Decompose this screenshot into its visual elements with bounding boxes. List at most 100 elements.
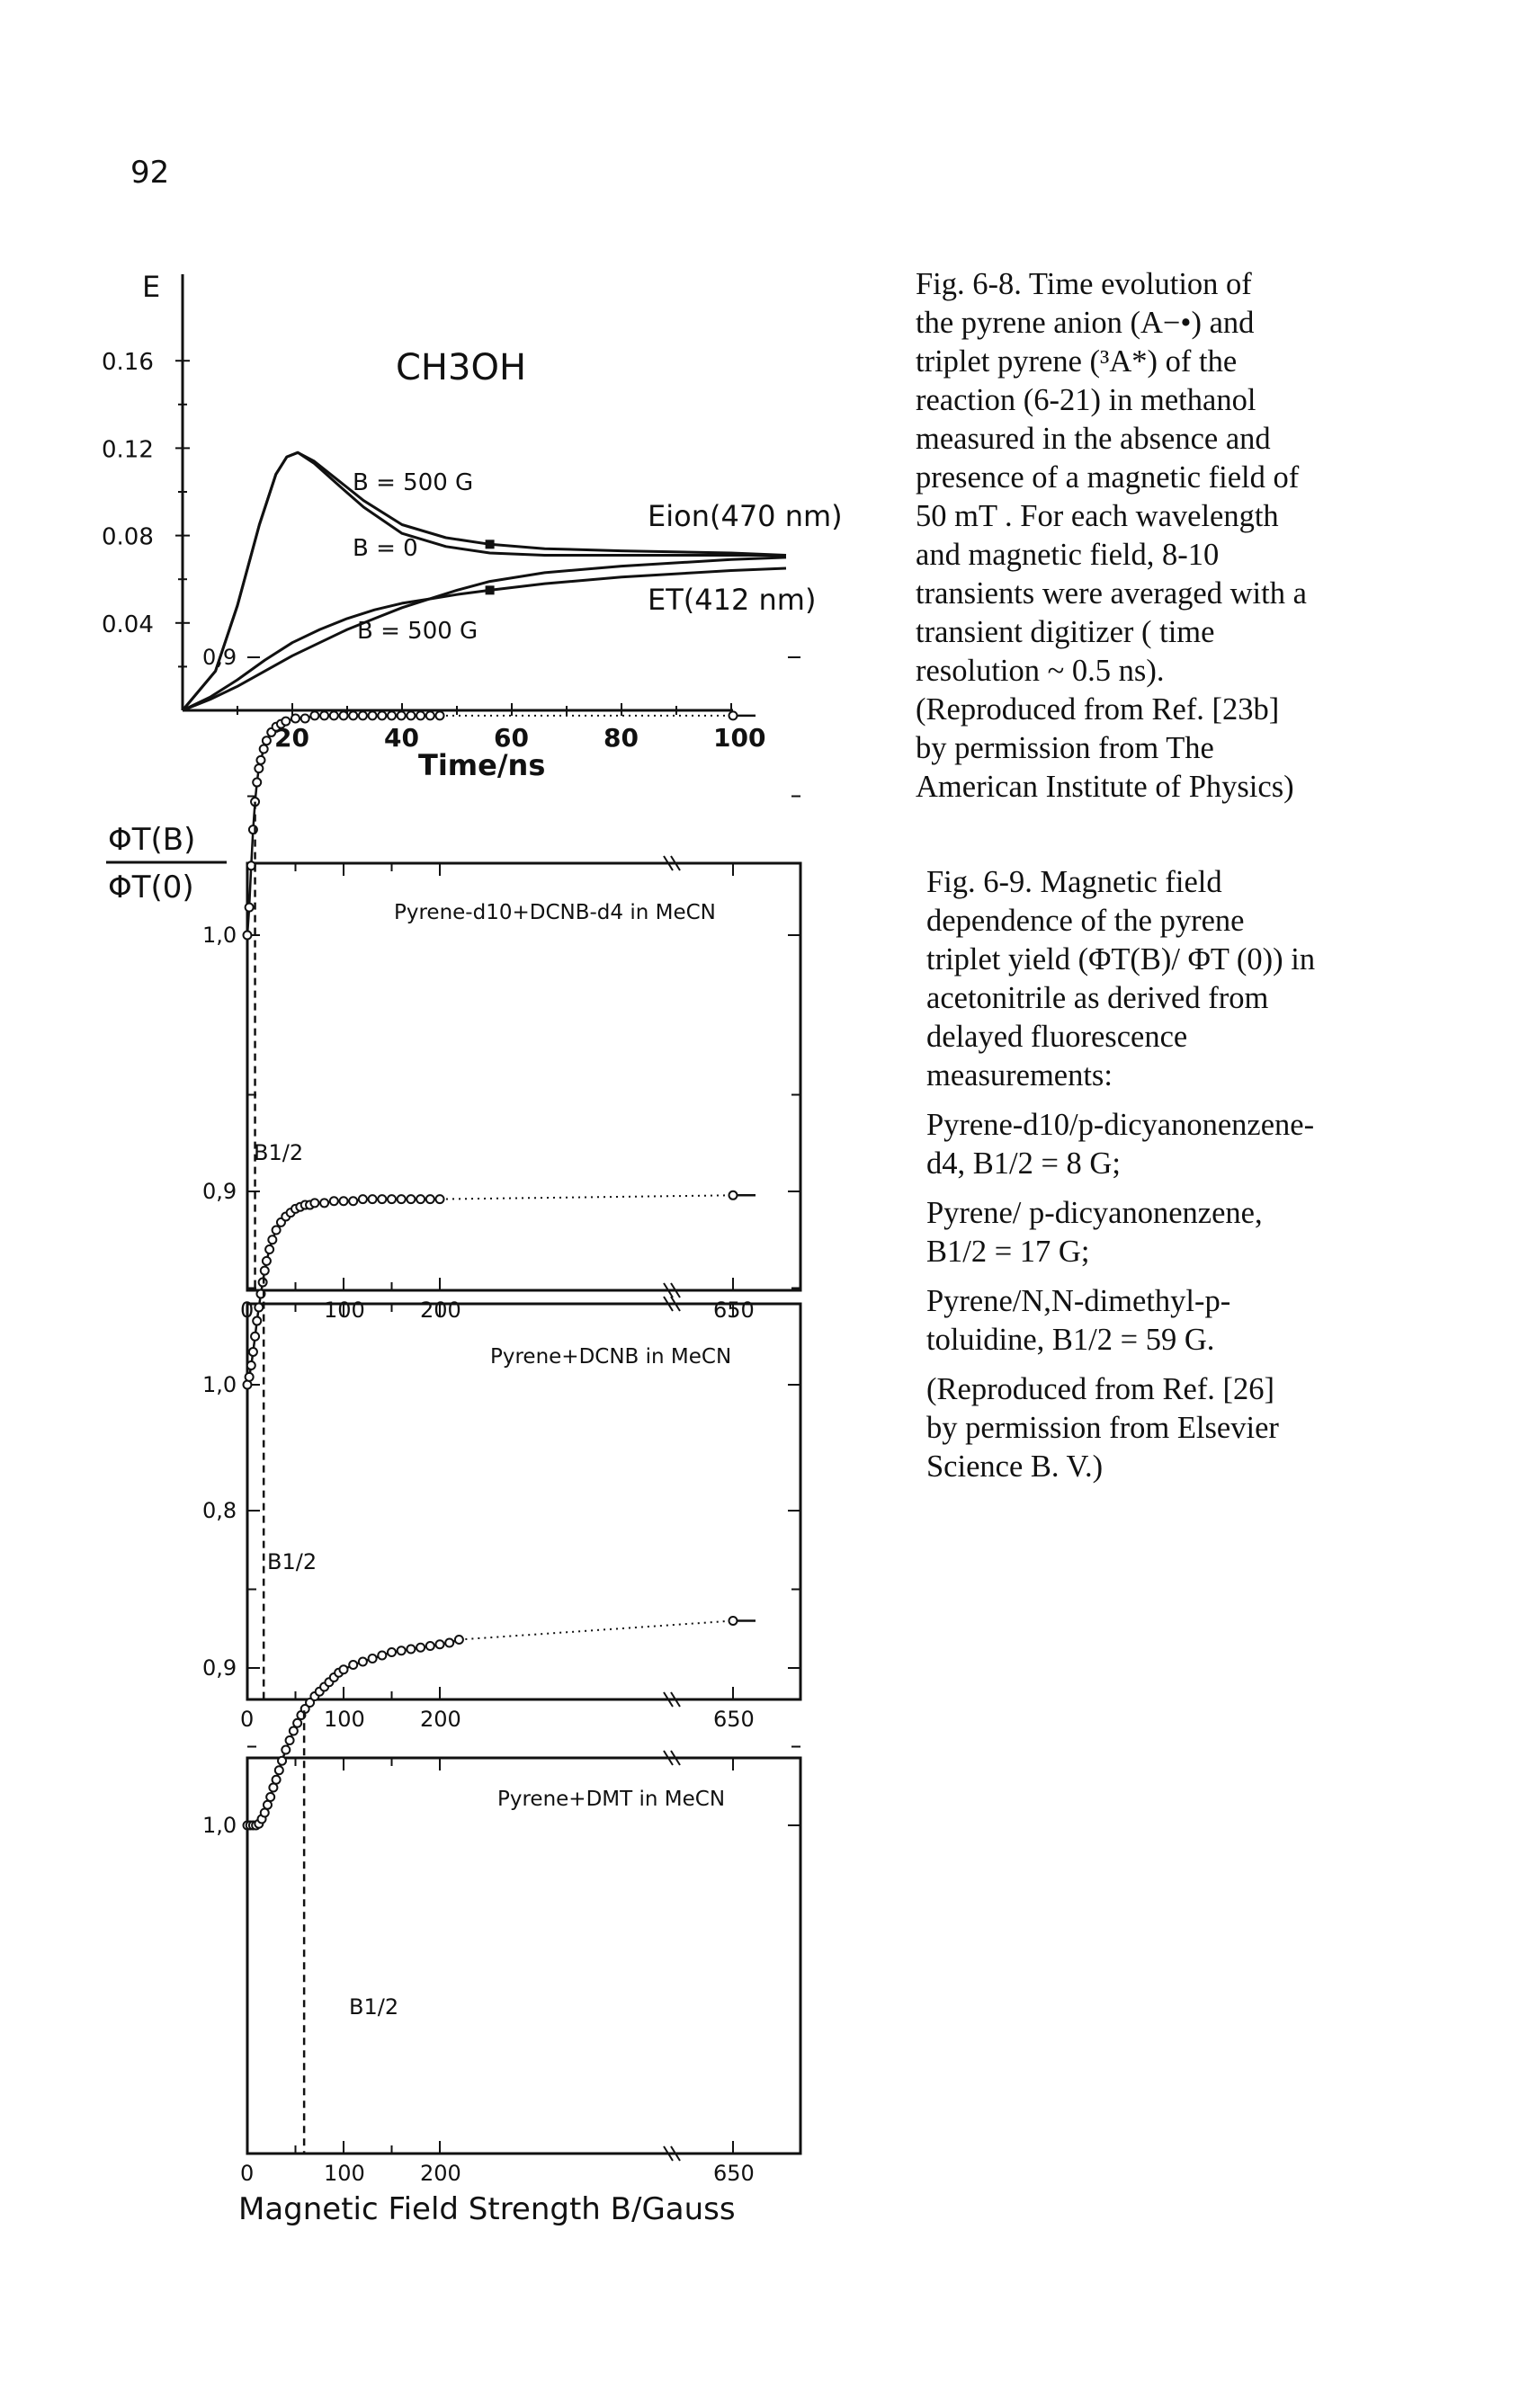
fig68-caption-line: reaction (6-21) in methanol	[916, 383, 1256, 417]
fig68-solvent-label: CH3OH	[396, 347, 526, 388]
data-point	[305, 1698, 316, 1708]
panel-y-tick-label: 1,0	[202, 1813, 237, 1838]
fig68-label-et: ET(412 nm)	[648, 583, 816, 617]
data-point	[259, 1807, 270, 1818]
data-point	[291, 713, 300, 724]
panel-fit-dotted	[439, 1194, 734, 1200]
data-point	[328, 1196, 339, 1207]
fig69-caption-line: (Reproduced from Ref. [26]	[926, 1372, 1275, 1406]
data-point	[262, 1799, 273, 1810]
fig68-caption-line: measured in the absence and	[916, 422, 1271, 456]
panel-y-tick-label: 0,8	[202, 1498, 237, 1523]
panel-y-tick-label: 0,9	[202, 1655, 237, 1681]
axis-break-mark	[663, 1691, 681, 1708]
panel-y-tick-label: 0,9	[202, 1179, 237, 1204]
data-point	[434, 710, 445, 721]
data-point	[281, 1744, 291, 1755]
fig69-caption-item-3: Pyrene/N,N-dimethyl-p- toluidine, B1/2 =…	[926, 1282, 1376, 1360]
fig69-caption-item-2: Pyrene/ p-dicyanonenzene, B1/2 = 17 G;	[926, 1194, 1376, 1271]
fig69-caption-main: Fig. 6-9. Magnetic field dependence of t…	[926, 863, 1376, 1095]
fig69-x-axis-label: Magnetic Field Strength B/Gauss	[238, 2191, 736, 2227]
data-point	[425, 710, 435, 721]
panel-y-tick-label: 1,0	[202, 1372, 237, 1397]
fig68-caption-line: Fig. 6-8. Time evolution of	[916, 267, 1252, 301]
data-point	[250, 1331, 261, 1342]
data-point	[357, 1194, 368, 1205]
data-point	[273, 1765, 284, 1776]
fig69-caption-line: Pyrene-d10/p-dicyanonenzene-	[926, 1108, 1315, 1142]
data-point	[264, 1244, 275, 1254]
data-point	[367, 1654, 378, 1663]
data-point	[348, 710, 359, 721]
data-point	[348, 1660, 359, 1670]
data-point	[271, 1225, 282, 1235]
data-point	[425, 1194, 435, 1205]
fig68-caption-line: triplet pyrene (³A*) of the	[916, 344, 1238, 379]
data-point	[387, 710, 397, 721]
data-point	[261, 736, 272, 746]
fig68-x-tick-label: 100	[713, 723, 765, 753]
data-point	[367, 1194, 378, 1205]
fig69-caption-line: toluidine, B1/2 = 59 G.	[926, 1323, 1215, 1357]
data-point	[338, 1664, 349, 1675]
data-point	[377, 1650, 388, 1661]
panel-x-tick-label: 200	[420, 1707, 461, 1732]
fig69-caption-item-1: Pyrene-d10/p-dicyanonenzene- d4, B1/2 = …	[926, 1106, 1376, 1183]
fig69-panel-2-data	[242, 1190, 756, 1699]
fig68-curve-marker	[485, 585, 495, 595]
fig69-panel-3-ticks: 1,0 0,9 0,8 0 100 200 650	[202, 1498, 800, 2186]
fig69-panel-2-title: Pyrene+DCNB in MeCN	[490, 1345, 731, 1369]
fig68-x-axis-label: Time/ns	[418, 748, 545, 782]
data-point	[254, 763, 264, 774]
data-point	[387, 1194, 397, 1205]
axis-break-mark	[663, 2145, 681, 2162]
panel-x-tick-label: 0	[240, 2161, 254, 2186]
panel-y-tick-label: 0,9	[202, 645, 237, 670]
fig68-y-tick-label: 0.04	[102, 611, 154, 638]
fig69-caption-line: triplet yield (ΦT(B)/ ΦT (0)) in	[926, 942, 1316, 977]
data-point	[259, 1265, 270, 1276]
data-point	[406, 710, 416, 721]
fig69-panel-2-frame	[246, 1302, 802, 1701]
fig69-panel-1-frame	[246, 861, 802, 1292]
fig68-x-tick-label: 60	[494, 723, 529, 753]
fig68-caption-line: resolution ~ 0.5 ns).	[916, 654, 1165, 688]
data-point	[319, 1198, 330, 1208]
data-point	[292, 1717, 303, 1728]
fig69-caption-line: dependence of the pyrene	[926, 904, 1245, 938]
data-point	[319, 710, 330, 721]
fig69-panel-3-frame	[246, 1756, 802, 2155]
fig69-caption-line: Fig. 6-9. Magnetic field	[926, 865, 1222, 899]
fig68-caption-line: by permission from The	[916, 731, 1214, 765]
data-point	[434, 1639, 445, 1650]
page-number: 92	[130, 155, 170, 191]
data-point	[357, 710, 368, 721]
data-point	[387, 1647, 397, 1657]
data-point	[728, 1190, 738, 1200]
data-point	[244, 902, 255, 913]
panel-x-tick-label: 100	[324, 2161, 365, 2186]
data-point	[444, 1637, 455, 1648]
data-point	[252, 777, 263, 788]
data-point	[328, 710, 339, 721]
data-point	[258, 744, 269, 754]
data-point	[357, 1656, 368, 1667]
fig68-y-tick-label: 0.12	[102, 436, 154, 463]
fig69-caption-line: Science B. V.)	[926, 1449, 1104, 1484]
data-point	[271, 1774, 282, 1785]
fig68-caption-line: and magnetic field, 8-10	[916, 538, 1220, 572]
fig68-y-tick-label: 0.08	[102, 524, 154, 551]
data-point	[288, 1726, 299, 1736]
data-point	[396, 710, 407, 721]
fig69-y-label: ΦT(B) ΦT(0)	[106, 822, 227, 905]
data-point	[338, 1196, 349, 1207]
panel-x-tick-label: 650	[713, 2161, 755, 2186]
fig69-caption-credit: (Reproduced from Ref. [26] by permission…	[926, 1370, 1376, 1486]
data-point	[377, 710, 388, 721]
